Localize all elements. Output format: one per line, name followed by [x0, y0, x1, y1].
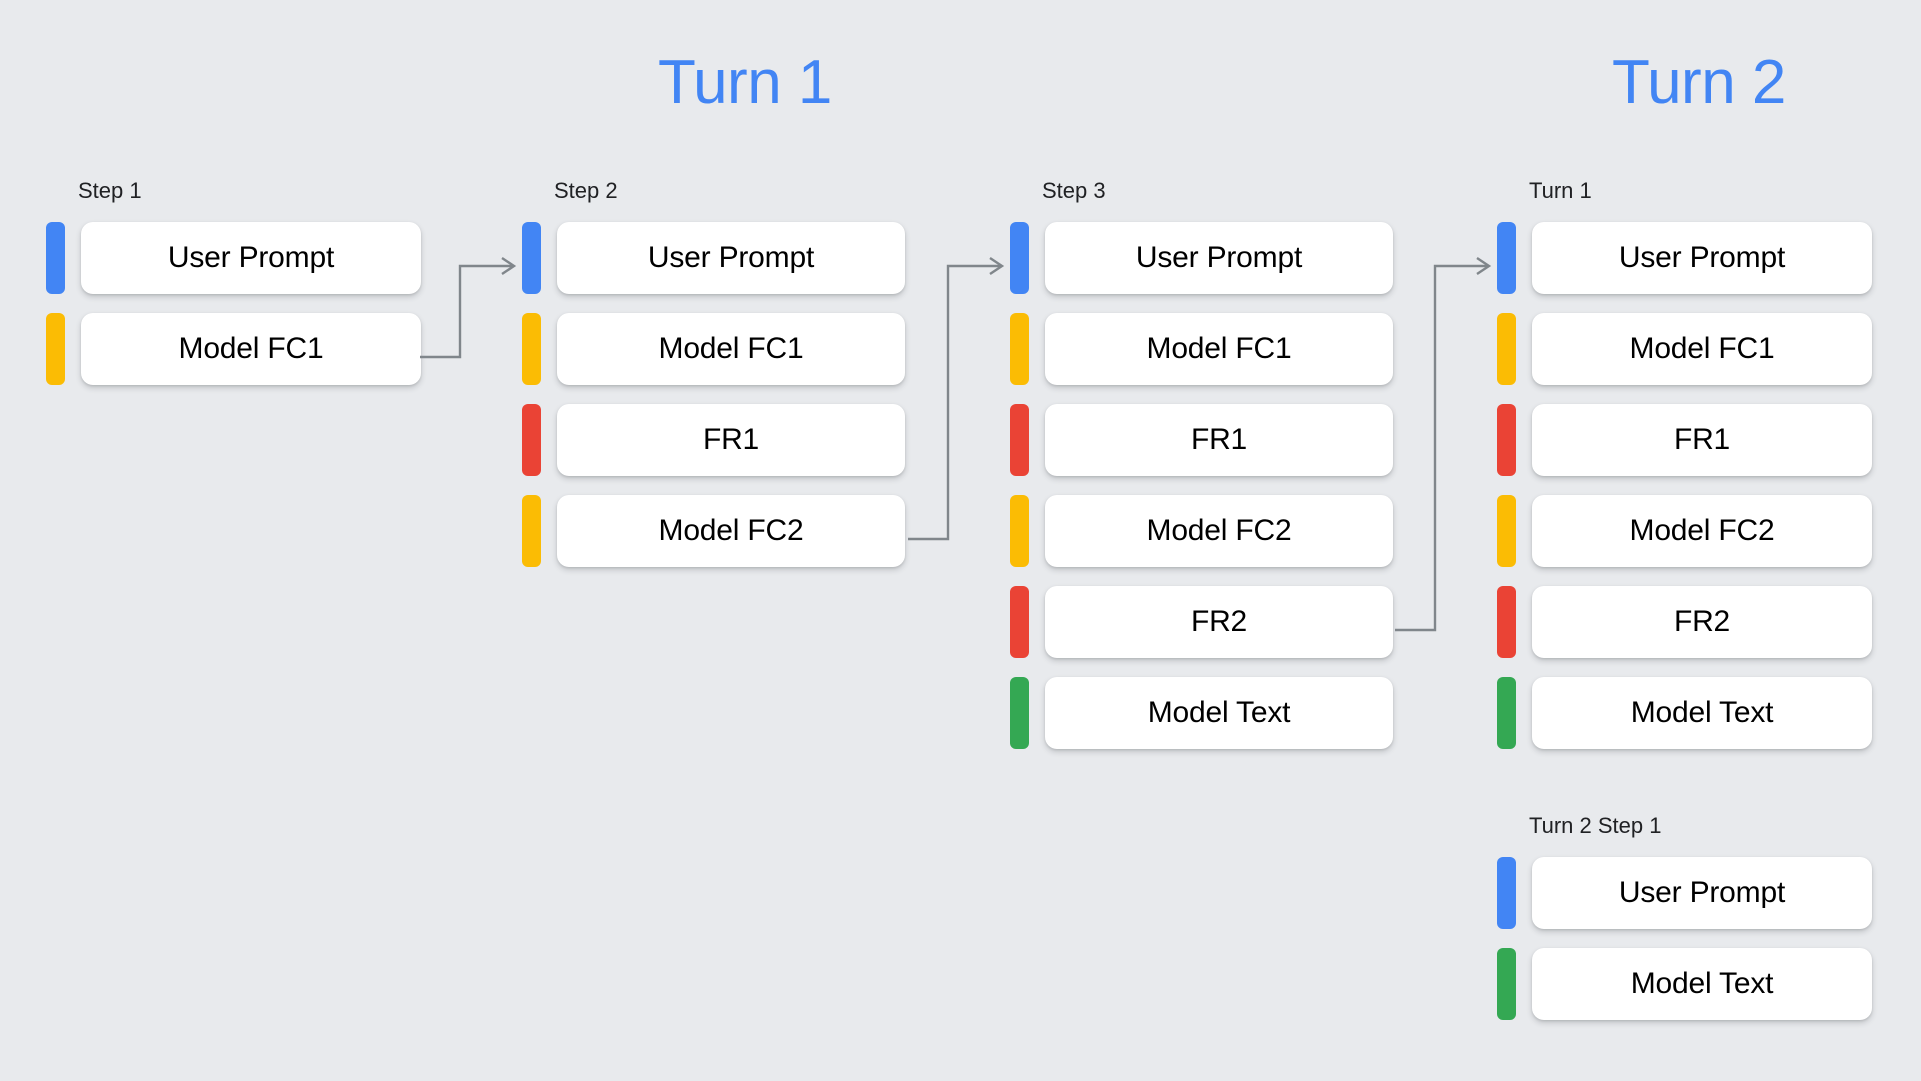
color-bar-red-icon: [1497, 586, 1516, 658]
column-step-1: Step 1 User Prompt Model FC1: [46, 180, 421, 404]
card-label[interactable]: Model FC1: [557, 313, 905, 385]
color-bar-blue-icon: [522, 222, 541, 294]
column-rows-turn-1: User Prompt Model FC1 FR1 Model FC2 FR2 …: [1497, 222, 1872, 749]
color-bar-yellow-icon: [1497, 495, 1516, 567]
card-label[interactable]: FR1: [557, 404, 905, 476]
color-bar-red-icon: [1010, 586, 1029, 658]
color-bar-yellow-icon: [46, 313, 65, 385]
card-label[interactable]: Model FC1: [1532, 313, 1872, 385]
color-bar-red-icon: [1497, 404, 1516, 476]
card-label[interactable]: Model FC2: [557, 495, 905, 567]
row-model-text[interactable]: Model Text: [1497, 677, 1872, 749]
card-label[interactable]: User Prompt: [1532, 222, 1872, 294]
card-label[interactable]: FR2: [1045, 586, 1393, 658]
row-user-prompt[interactable]: User Prompt: [1497, 222, 1872, 294]
column-turn-1: Turn 1 User Prompt Model FC1 FR1 Model F…: [1497, 180, 1872, 768]
card-label[interactable]: Model FC1: [1045, 313, 1393, 385]
row-model-fc1[interactable]: Model FC1: [1497, 313, 1872, 385]
card-label[interactable]: User Prompt: [1532, 857, 1872, 929]
row-user-prompt[interactable]: User Prompt: [1010, 222, 1393, 294]
column-label-step-3: Step 3: [1042, 178, 1106, 203]
row-model-fc2[interactable]: Model FC2: [1010, 495, 1393, 567]
row-model-fc1[interactable]: Model FC1: [46, 313, 421, 385]
row-user-prompt[interactable]: User Prompt: [46, 222, 421, 294]
column-rows-step-2: User Prompt Model FC1 FR1 Model FC2: [522, 222, 905, 567]
row-fr1[interactable]: FR1: [1497, 404, 1872, 476]
color-bar-yellow-icon: [1010, 313, 1029, 385]
heading-turn-2: Turn 2: [1612, 48, 1786, 117]
color-bar-yellow-icon: [522, 313, 541, 385]
card-label[interactable]: User Prompt: [81, 222, 421, 294]
row-fr1[interactable]: FR1: [1010, 404, 1393, 476]
row-fr1[interactable]: FR1: [522, 404, 905, 476]
card-label[interactable]: Model Text: [1045, 677, 1393, 749]
color-bar-yellow-icon: [1497, 313, 1516, 385]
column-step-2: Step 2 User Prompt Model FC1 FR1 Model F…: [522, 180, 905, 586]
row-model-fc2[interactable]: Model FC2: [522, 495, 905, 567]
row-user-prompt[interactable]: User Prompt: [522, 222, 905, 294]
row-model-fc2[interactable]: Model FC2: [1497, 495, 1872, 567]
color-bar-blue-icon: [1010, 222, 1029, 294]
column-step-3: Step 3 User Prompt Model FC1 FR1 Model F…: [1010, 180, 1393, 768]
color-bar-red-icon: [1010, 404, 1029, 476]
row-user-prompt[interactable]: User Prompt: [1497, 857, 1872, 929]
column-rows-turn-2-step-1: User Prompt Model Text: [1497, 857, 1872, 1020]
card-label[interactable]: Model FC1: [81, 313, 421, 385]
card-label[interactable]: FR1: [1532, 404, 1872, 476]
column-label-step-2: Step 2: [554, 178, 618, 203]
card-label[interactable]: Model FC2: [1045, 495, 1393, 567]
column-label-turn-1: Turn 1: [1529, 178, 1592, 203]
color-bar-blue-icon: [1497, 222, 1516, 294]
card-label[interactable]: Model FC2: [1532, 495, 1872, 567]
card-label[interactable]: Model Text: [1532, 677, 1872, 749]
column-rows-step-1: User Prompt Model FC1: [46, 222, 421, 385]
row-fr2[interactable]: FR2: [1497, 586, 1872, 658]
column-label-turn-2-step-1: Turn 2 Step 1: [1529, 813, 1662, 838]
row-model-text[interactable]: Model Text: [1010, 677, 1393, 749]
row-model-fc1[interactable]: Model FC1: [522, 313, 905, 385]
column-label-step-1: Step 1: [78, 178, 142, 203]
color-bar-green-icon: [1497, 948, 1516, 1020]
column-rows-step-3: User Prompt Model FC1 FR1 Model FC2 FR2 …: [1010, 222, 1393, 749]
color-bar-green-icon: [1010, 677, 1029, 749]
color-bar-blue-icon: [1497, 857, 1516, 929]
row-model-fc1[interactable]: Model FC1: [1010, 313, 1393, 385]
card-label[interactable]: User Prompt: [557, 222, 905, 294]
color-bar-red-icon: [522, 404, 541, 476]
color-bar-blue-icon: [46, 222, 65, 294]
card-label[interactable]: FR1: [1045, 404, 1393, 476]
color-bar-yellow-icon: [522, 495, 541, 567]
heading-turn-1: Turn 1: [658, 48, 832, 117]
column-turn-2-step-1: Turn 2 Step 1 User Prompt Model Text: [1497, 815, 1872, 1039]
card-label[interactable]: FR2: [1532, 586, 1872, 658]
card-label[interactable]: Model Text: [1532, 948, 1872, 1020]
card-label[interactable]: User Prompt: [1045, 222, 1393, 294]
color-bar-green-icon: [1497, 677, 1516, 749]
row-fr2[interactable]: FR2: [1010, 586, 1393, 658]
row-model-text[interactable]: Model Text: [1497, 948, 1872, 1020]
color-bar-yellow-icon: [1010, 495, 1029, 567]
